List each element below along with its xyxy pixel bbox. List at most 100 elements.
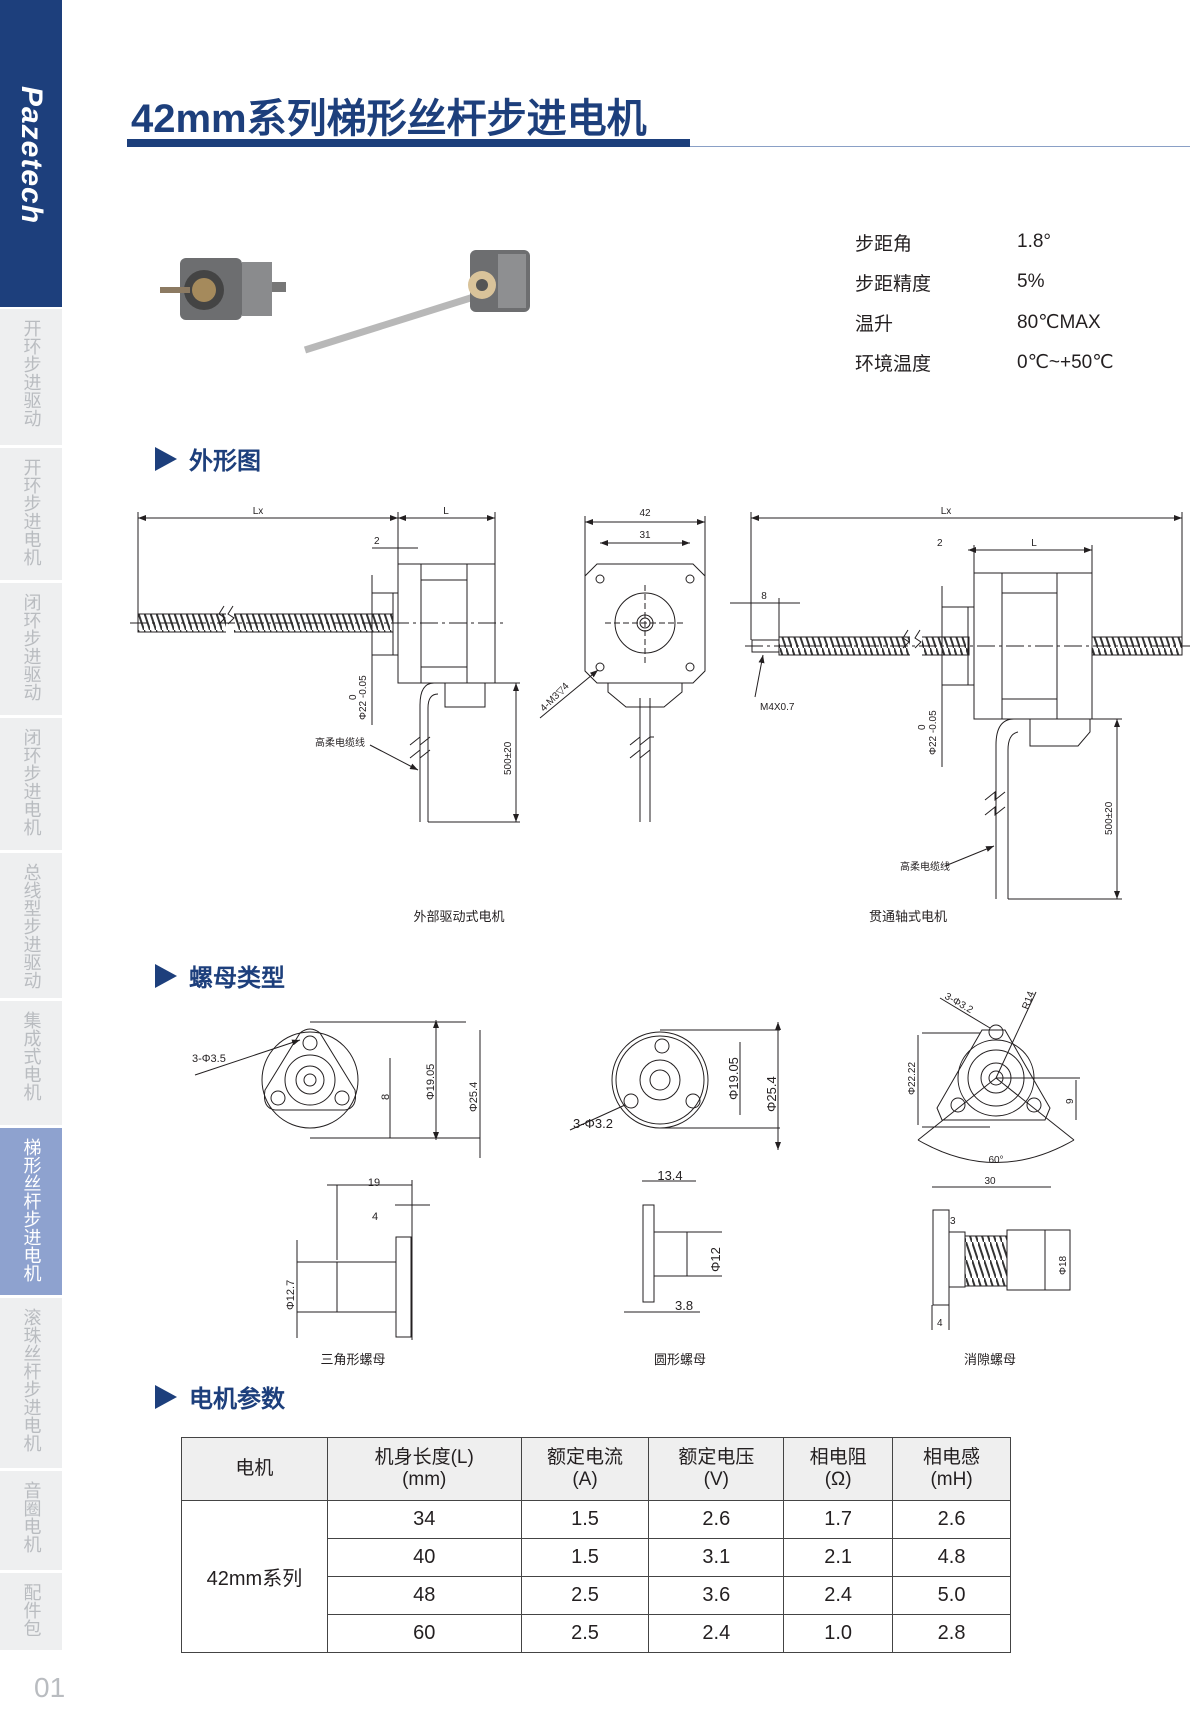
triangle-nut-labels: 3-Φ3.5 Φ19.05 Φ25.4 8 19 4 Φ12.7 (192, 1053, 480, 1310)
dim-label: Lx (253, 506, 264, 517)
dim-label: 30 (984, 1176, 996, 1187)
triangle-bullet-icon (155, 1384, 177, 1409)
table-cell: 4.8 (892, 1538, 1011, 1577)
spec-label: 环境温度 (855, 353, 932, 375)
sidebar-item-label: 滚珠丝杆步进电机 (21, 1308, 42, 1452)
dim-label: Lx (941, 506, 952, 517)
round-nut-labels: 3-Φ3.2 Φ19.05 Φ25.4 13.4 Φ12 3.8 (573, 1057, 779, 1313)
sidebar-item-closed-loop-driver[interactable]: 闭环步进驱动 (0, 583, 62, 715)
dim-label: Φ22.22 (907, 1062, 918, 1095)
dim-label: 8 (761, 591, 767, 602)
sidebar: Pazetech 开环步进驱动 开环步进电机 闭环步进驱动 闭环步进电机 总线型… (0, 0, 62, 1650)
dim-label: L (1031, 538, 1037, 549)
dim-label: 4-M3▽4 (538, 681, 572, 715)
table-cell: 34 (326, 1500, 522, 1539)
thread-label: M4X0.7 (760, 702, 795, 713)
page-number: 01 (34, 1672, 66, 1703)
sidebar-item-label: 开环步进驱动 (21, 319, 42, 427)
dim-label: 500±20 (1104, 801, 1115, 835)
spec-value: 5% (1017, 271, 1045, 292)
caption-round-nut: 圆形螺母 (653, 1352, 707, 1367)
table-cell: 2.6 (648, 1500, 785, 1539)
table-header-row: 电机 机身长度(L)(mm) 额定电流(A) 额定电压(V) 相电阻(Ω) 相电… (181, 1437, 1011, 1501)
external-drive-motor-drawing (130, 512, 706, 823)
sidebar-item-bus-driver[interactable]: 总线型步进驱动 (0, 853, 62, 998)
dim-label: 4 (372, 1211, 378, 1223)
triangle-bullet-icon (155, 446, 177, 471)
sidebar-item-label: 配件包 (21, 1583, 42, 1637)
section-title: 电机参数 (189, 1386, 285, 1413)
dim-label: 8 (380, 1094, 392, 1100)
dim-label: 3 (950, 1216, 956, 1227)
spec-row: 步距角 1.8° (855, 222, 1114, 262)
section-heading-outline: 外形图 (155, 441, 261, 476)
dim-label: Φ25.4 (468, 1082, 480, 1112)
dim-label: R14 (1020, 990, 1037, 1011)
table-cell: 2.1 (783, 1538, 894, 1577)
dim-label: 3-Φ3.2 (943, 991, 976, 1016)
dim-label: 500±20 (503, 741, 514, 775)
dim-label: Φ18 (1058, 1255, 1069, 1275)
spec-label: 步距角 (855, 233, 913, 255)
title-underline (127, 139, 690, 147)
through-shaft-motor-drawing (730, 512, 1190, 900)
dim-label: 4 (937, 1318, 943, 1329)
dim-label: Φ22 -0.05 (358, 675, 369, 720)
dim-label: 2 (374, 536, 380, 547)
sidebar-item-ball-screw-motor[interactable]: 滚珠丝杆步进电机 (0, 1298, 62, 1468)
dim-label: 13.4 (657, 1168, 682, 1183)
table-cell: 1.5 (520, 1538, 650, 1577)
dim-label: L (443, 506, 449, 517)
table-cell: 1.5 (520, 1500, 650, 1539)
dim-label: Φ12 (708, 1247, 723, 1272)
sidebar-item-open-loop-driver[interactable]: 开环步进驱动 (0, 309, 62, 445)
sidebar-item-label: 开环步进电机 (21, 458, 42, 566)
dim-label: 3-Φ3.2 (573, 1116, 613, 1131)
anti-backlash-nut-drawing (917, 991, 1080, 1330)
series-cell: 42mm系列 (181, 1500, 328, 1653)
caption-through-shaft-motor: 贯通轴式电机 (868, 909, 948, 924)
dim-label: 0 (917, 724, 928, 730)
header-body-length: 机身长度(L)(mm) (326, 1437, 522, 1501)
product-photo (160, 250, 530, 354)
motor-params-table: 电机 机身长度(L)(mm) 额定电流(A) 额定电压(V) 相电阻(Ω) 相电… (181, 1437, 1011, 1653)
table-cell: 2.5 (520, 1614, 650, 1653)
table-cell: 40 (326, 1538, 522, 1577)
sidebar-item-label: 音圈电机 (21, 1481, 42, 1553)
triangle-bullet-icon (155, 963, 177, 988)
spec-value: 80℃MAX (1017, 311, 1101, 333)
outline-drawings: Lx L 2 Φ22 -0.05 0 高柔电缆线 500±20 42 31 4-… (130, 506, 1190, 1340)
dim-label: 60° (988, 1155, 1003, 1166)
sidebar-item-voice-coil-motor[interactable]: 音圈电机 (0, 1471, 62, 1570)
section-title: 螺母类型 (189, 965, 285, 992)
sidebar-item-accessories[interactable]: 配件包 (0, 1573, 62, 1650)
table-cell: 2.4 (648, 1614, 785, 1653)
table-cell: 3.6 (648, 1576, 785, 1615)
sidebar-item-closed-loop-motor[interactable]: 闭环步进电机 (0, 718, 62, 850)
sidebar-item-open-loop-motor[interactable]: 开环步进电机 (0, 448, 62, 580)
table-cell: 48 (326, 1576, 522, 1615)
table-cell: 3.1 (648, 1538, 785, 1577)
sidebar-item-lead-screw-motor[interactable]: 梯形丝杆步进电机 (0, 1128, 62, 1295)
spec-value: 1.8° (1017, 231, 1052, 252)
header-phase-inductance: 相电感(mH) (892, 1437, 1011, 1501)
table-cell: 1.7 (783, 1500, 894, 1539)
dim-label: 2 (937, 538, 943, 549)
dim-label: 42 (639, 508, 651, 519)
dim-label: 31 (639, 530, 651, 541)
caption-anti-backlash-nut: 消隙螺母 (963, 1352, 1017, 1367)
section-heading-motor-params: 电机参数 (155, 1379, 285, 1414)
header-motor: 电机 (181, 1437, 328, 1501)
dim-label: 3.8 (675, 1298, 693, 1313)
triangle-nut-drawing (194, 1020, 481, 1340)
external-drive-motor-labels: Lx L 2 Φ22 -0.05 0 高柔电缆线 500±20 42 31 4-… (253, 506, 651, 775)
caption-triangle-nut: 三角形螺母 (320, 1352, 386, 1367)
sidebar-item-integrated-motor[interactable]: 集成式电机 (0, 1001, 62, 1125)
table-cell: 5.0 (892, 1576, 1011, 1615)
through-shaft-motor-labels: Lx L 2 8 M4X0.7 Φ22 -0.05 0 高柔电缆线 500±20 (760, 506, 1115, 873)
table-cell: 2.5 (520, 1576, 650, 1615)
